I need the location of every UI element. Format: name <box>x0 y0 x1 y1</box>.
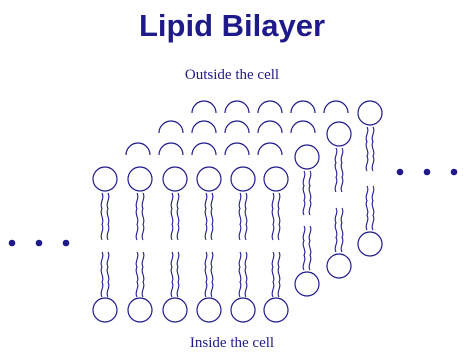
tail <box>303 171 305 215</box>
continuation-dot <box>424 169 431 176</box>
continuation-dot <box>9 240 16 247</box>
tail <box>372 127 374 171</box>
tail <box>142 193 144 240</box>
head-arc <box>258 143 282 155</box>
continuation-dot <box>451 169 458 176</box>
tail <box>278 193 280 240</box>
tail <box>205 193 207 240</box>
bottom-head <box>264 298 288 322</box>
tail <box>278 252 280 297</box>
bottom-head <box>128 298 152 322</box>
head-arc <box>159 121 183 133</box>
bottom-head <box>358 232 382 256</box>
top-head <box>231 167 255 191</box>
top-head <box>327 122 351 146</box>
head-arc <box>258 101 282 113</box>
tail <box>177 252 179 297</box>
tail <box>142 252 144 297</box>
top-head <box>358 101 382 125</box>
top-head <box>264 167 288 191</box>
bottom-head <box>197 298 221 322</box>
head-arc <box>258 121 282 133</box>
tail <box>101 252 103 297</box>
head-arc <box>324 101 348 113</box>
bottom-head <box>163 298 187 322</box>
head-arc <box>225 143 249 155</box>
head-arc <box>192 143 216 155</box>
tail <box>136 252 138 297</box>
tail <box>335 208 337 252</box>
tail <box>309 171 311 215</box>
head-arc <box>159 143 183 155</box>
head-arc <box>225 121 249 133</box>
tail <box>205 252 207 297</box>
tail <box>136 193 138 240</box>
tail <box>341 148 343 192</box>
bottom-head <box>327 254 351 278</box>
tail <box>341 208 343 252</box>
tail <box>245 193 247 240</box>
continuation-dot <box>397 169 404 176</box>
head-arc <box>225 101 249 113</box>
tail <box>239 193 241 240</box>
tail <box>245 252 247 297</box>
tail <box>171 193 173 240</box>
tail <box>211 193 213 240</box>
top-head <box>93 167 117 191</box>
top-head <box>295 145 319 169</box>
top-head <box>163 167 187 191</box>
bottom-head <box>93 298 117 322</box>
tail <box>366 186 368 230</box>
tail <box>239 252 241 297</box>
tail <box>303 226 305 270</box>
continuation-dot <box>63 240 70 247</box>
head-arc <box>291 101 315 113</box>
bottom-head <box>295 272 319 296</box>
tail <box>309 226 311 270</box>
head-arc <box>291 121 315 133</box>
tail <box>372 186 374 230</box>
head-arc <box>126 143 150 155</box>
tail <box>211 252 213 297</box>
tail <box>272 193 274 240</box>
head-arc <box>192 101 216 113</box>
bottom-head <box>231 298 255 322</box>
top-head <box>197 167 221 191</box>
tail <box>101 193 103 240</box>
tail <box>171 252 173 297</box>
tail <box>107 252 109 297</box>
back-rows-heads <box>126 101 348 155</box>
head-arc <box>192 121 216 133</box>
tail <box>272 252 274 297</box>
continuation-dot <box>36 240 43 247</box>
tail <box>107 193 109 240</box>
top-head <box>128 167 152 191</box>
tail <box>335 148 337 192</box>
tail <box>366 127 368 171</box>
tail <box>177 193 179 240</box>
